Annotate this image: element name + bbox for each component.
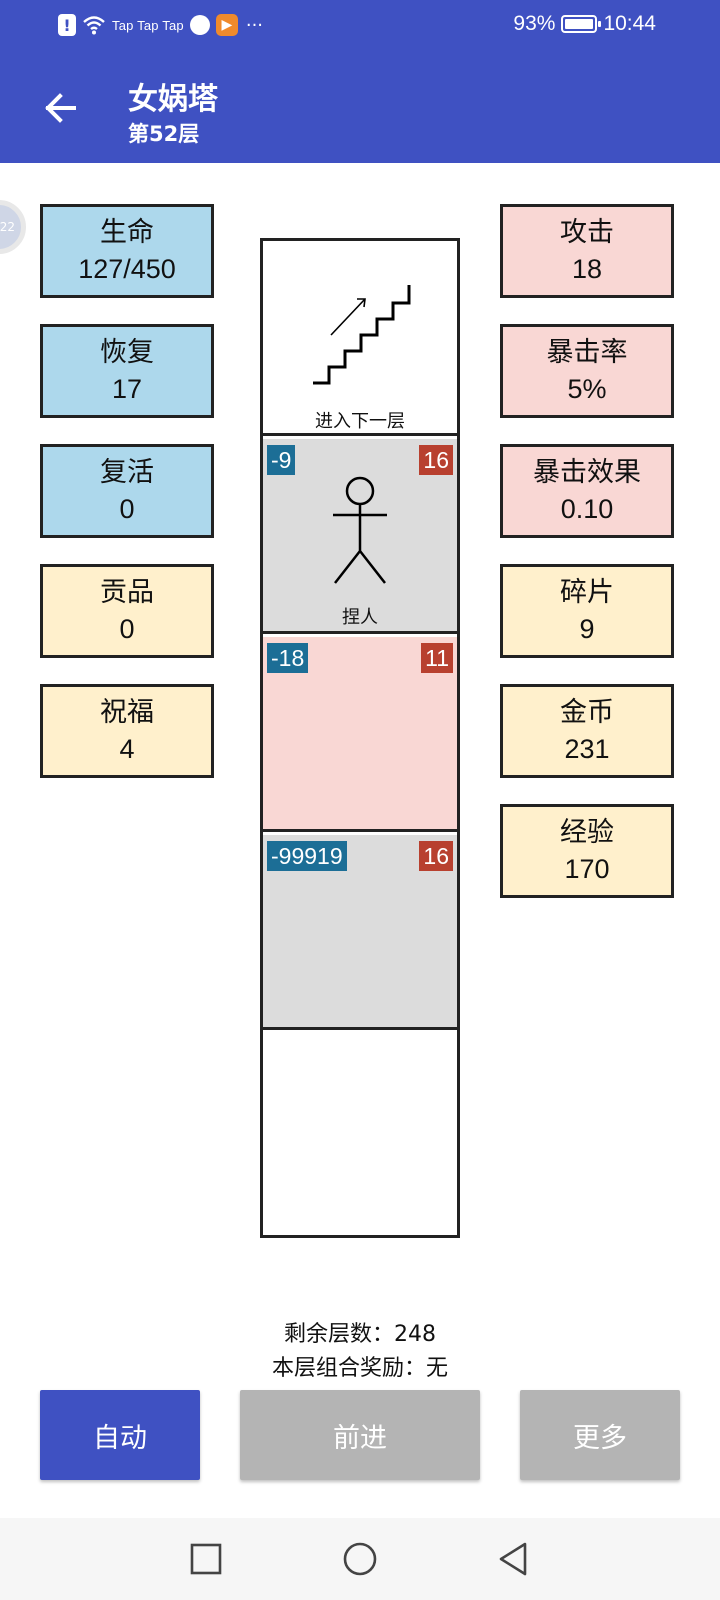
battery-percent: 93% bbox=[513, 12, 556, 35]
cell-level-badge: 16 bbox=[419, 445, 453, 475]
alert-icon: ! bbox=[58, 14, 76, 36]
stat-revive: 复活 0 bbox=[40, 444, 214, 538]
tower-column: 进入下一层 -9 16 捏人 -18 11 -99919 16 bbox=[260, 238, 460, 1238]
recent-apps-icon[interactable] bbox=[187, 1540, 225, 1578]
stat-hp: 生命 127/450 bbox=[40, 204, 214, 298]
tower-cell-enemy[interactable]: -18 11 bbox=[263, 637, 457, 832]
stat-gold: 金币 231 bbox=[500, 684, 674, 778]
more-notifications-icon: ··· bbox=[245, 14, 264, 36]
wifi-icon bbox=[83, 16, 105, 35]
stat-tribute: 贡品 0 bbox=[40, 564, 214, 658]
character-label: 捏人 bbox=[342, 607, 378, 628]
stat-value: 170 bbox=[564, 854, 610, 884]
stat-label: 金币 bbox=[560, 697, 614, 728]
more-button[interactable]: 更多 bbox=[520, 1390, 680, 1480]
stat-label: 碎片 bbox=[560, 577, 614, 608]
stat-label: 恢复 bbox=[100, 337, 154, 368]
stat-label: 经验 bbox=[560, 817, 614, 848]
stat-value: 5% bbox=[567, 374, 607, 404]
back-arrow-icon[interactable] bbox=[40, 88, 80, 128]
stat-fragments: 碎片 9 bbox=[500, 564, 674, 658]
browser-icon bbox=[189, 15, 210, 35]
stat-crit-effect: 暴击效果 0.10 bbox=[500, 444, 674, 538]
stat-value: 231 bbox=[564, 734, 610, 764]
tower-cell-stairs[interactable]: 进入下一层 bbox=[263, 241, 457, 436]
battery-icon bbox=[561, 15, 602, 33]
tower-cell-character[interactable]: -9 16 捏人 bbox=[263, 439, 457, 634]
cell-cost-badge: -18 bbox=[267, 643, 309, 673]
stat-recovery: 恢复 17 bbox=[40, 324, 214, 418]
floating-assistant-icon[interactable]: 22 bbox=[0, 200, 26, 254]
stat-value: 127/450 bbox=[78, 254, 176, 284]
combo-reward: 本层组合奖励：无 bbox=[271, 1356, 448, 1381]
cell-level-badge: 16 bbox=[419, 841, 453, 871]
remaining-floors: 剩余层数：248 bbox=[284, 1322, 436, 1347]
stat-label: 生命 bbox=[100, 217, 154, 248]
stat-crit-rate: 暴击率 5% bbox=[500, 324, 674, 418]
app-notification-icon: ▶ bbox=[215, 14, 238, 36]
floor-subtitle: 第52层 bbox=[128, 122, 200, 146]
stairs-icon bbox=[313, 285, 411, 385]
cell-cost-badge: -9 bbox=[267, 445, 296, 475]
cell-cost-badge: -99919 bbox=[267, 841, 347, 871]
stairs-label: 进入下一层 bbox=[315, 411, 405, 432]
home-icon[interactable] bbox=[341, 1540, 379, 1578]
system-nav-bar bbox=[0, 1518, 720, 1600]
stat-label: 祝福 bbox=[100, 697, 154, 728]
stat-value: 9 bbox=[579, 614, 595, 644]
stick-figure-icon bbox=[333, 476, 387, 584]
stat-value: 17 bbox=[111, 374, 143, 404]
status-bar: ! Tap Tap Tap ▶ ··· 93% 10:44 bbox=[0, 0, 720, 50]
stat-label: 攻击 bbox=[560, 217, 614, 248]
forward-button[interactable]: 前进 bbox=[240, 1390, 480, 1480]
stat-value: 4 bbox=[119, 734, 135, 764]
stat-label: 暴击率 bbox=[546, 337, 628, 368]
page-title: 女娲塔 bbox=[128, 82, 218, 117]
auto-button[interactable]: 自动 bbox=[40, 1390, 200, 1480]
status-right: 93% 10:44 bbox=[513, 12, 656, 36]
stat-experience: 经验 170 bbox=[500, 804, 674, 898]
tower-cell-unknown[interactable]: -99919 16 bbox=[263, 835, 457, 1030]
stat-value: 0.10 bbox=[560, 494, 614, 524]
stat-value: 18 bbox=[571, 254, 603, 284]
stat-blessing: 祝福 4 bbox=[40, 684, 214, 778]
app-header: ! Tap Tap Tap ▶ ··· 93% 10:44 女娲塔 第52层 bbox=[0, 0, 720, 163]
back-triangle-icon[interactable] bbox=[495, 1540, 533, 1578]
stat-label: 暴击效果 bbox=[533, 457, 641, 488]
stat-label: 贡品 bbox=[100, 577, 154, 608]
clock: 10:44 bbox=[603, 12, 656, 35]
tap-notification-labels: Tap Tap Tap bbox=[112, 17, 184, 33]
status-left: ! Tap Tap Tap ▶ ··· bbox=[58, 12, 263, 38]
stat-attack: 攻击 18 bbox=[500, 204, 674, 298]
stat-label: 复活 bbox=[100, 457, 154, 488]
cell-level-badge: 11 bbox=[421, 643, 453, 673]
stat-value: 0 bbox=[119, 614, 135, 644]
stat-value: 0 bbox=[119, 494, 135, 524]
tower-cell-empty bbox=[263, 1033, 457, 1235]
